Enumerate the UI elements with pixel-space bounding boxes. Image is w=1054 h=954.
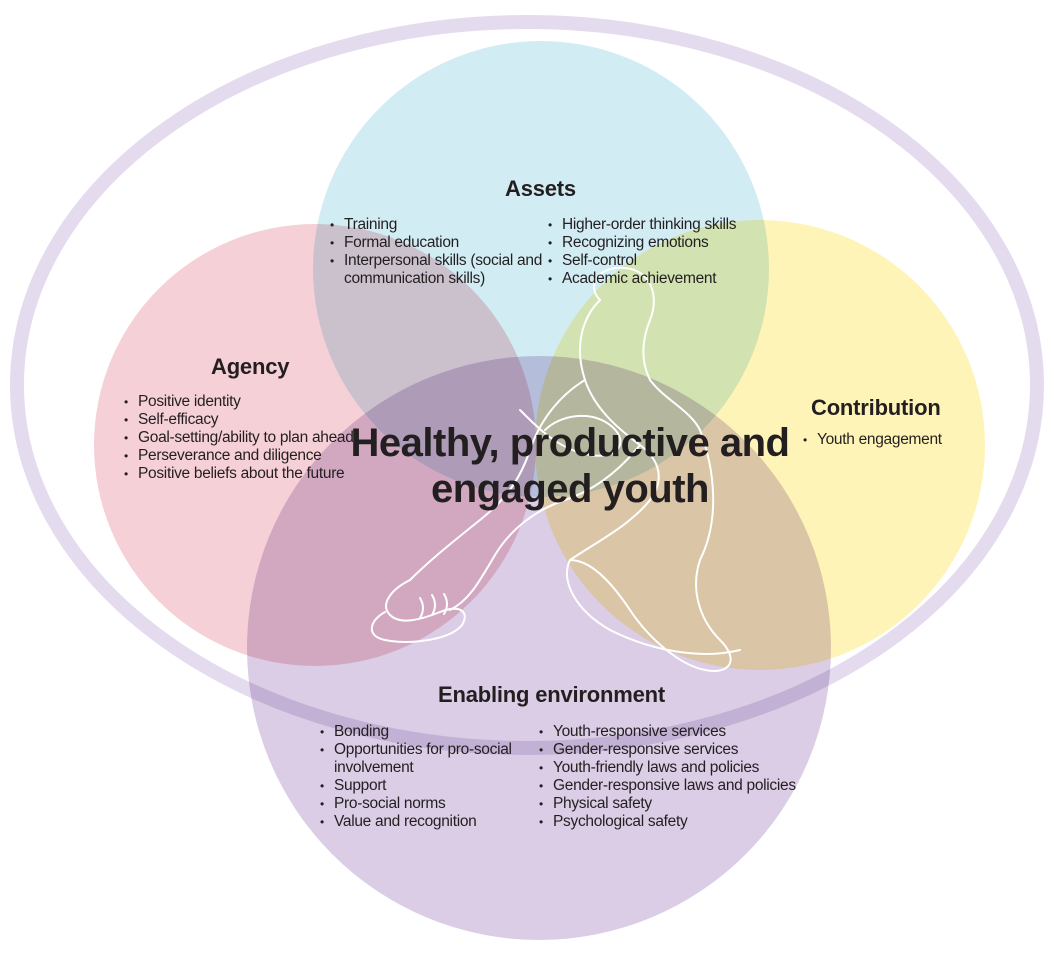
contribution-list: Youth engagement [801, 431, 942, 449]
list-item: Higher-order thinking skills [546, 216, 737, 234]
list-item: Recognizing emotions [546, 234, 736, 252]
list-item: Academic achievement [546, 270, 736, 288]
assets-title: Assets [505, 176, 576, 201]
list-item: Bonding [318, 723, 533, 741]
center-title: Healthy, productive and engaged youth [350, 421, 790, 511]
list-item: Self-control [546, 252, 736, 270]
list-item: Opportunities for pro-social involvement [318, 741, 533, 777]
list-item: Value and recognition [318, 813, 533, 831]
list-item: Psychological safety [537, 813, 796, 831]
assets-list-col1: Training Formal education Interpersonal … [328, 216, 543, 288]
list-item: Gender-responsive services [537, 741, 796, 759]
assets-list-col2: Higher-order thinking skills Recognizing… [546, 216, 737, 288]
list-item: Interpersonal skills (social and communi… [328, 252, 543, 288]
list-item: Physical safety [537, 795, 796, 813]
list-item: Youth-responsive services [537, 723, 796, 741]
enabling-title: Enabling environment [438, 682, 666, 707]
enabling-list-col2: Youth-responsive services Gender-respons… [537, 723, 796, 831]
enabling-list-col1: Bonding Opportunities for pro-social inv… [318, 723, 533, 831]
list-item: Formal education [328, 234, 543, 252]
list-item: Goal-setting/ability to plan ahead [122, 429, 354, 447]
list-item: Self-efficacy [122, 411, 354, 429]
list-item: Training [328, 216, 543, 234]
agency-title: Agency [211, 354, 290, 379]
list-item: Support [318, 777, 533, 795]
list-item: Youth-friendly laws and policies [537, 759, 796, 777]
list-item: Gender-responsive laws and policies [537, 777, 796, 795]
list-item: Positive beliefs about the future [122, 465, 354, 483]
agency-list: Positive identity Self-efficacy Goal-set… [122, 393, 354, 483]
list-item: Youth engagement [801, 431, 942, 449]
list-item: Pro-social norms [318, 795, 533, 813]
youth-figure-illustration [370, 266, 741, 672]
contribution-title: Contribution [811, 395, 941, 420]
list-item: Perseverance and diligence [122, 447, 354, 465]
list-item: Positive identity [122, 393, 354, 411]
